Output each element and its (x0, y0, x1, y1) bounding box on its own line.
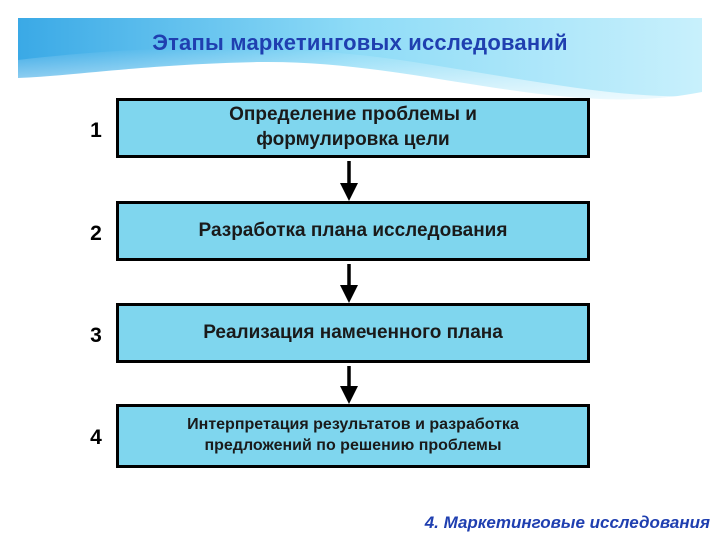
step-text-line: Разработка плана исследования (198, 219, 508, 241)
step-box-3: Реализация намеченного плана (116, 303, 590, 363)
arrow-down-icon (340, 161, 358, 201)
page-title: Этапы маркетинговых исследований (152, 30, 568, 55)
step-box-1: Определение проблемы и формулировка цели (116, 98, 590, 158)
step-number-3: 3 (90, 324, 102, 347)
step-number-1: 1 (90, 119, 102, 142)
step-box-2: Разработка плана исследования (116, 201, 590, 261)
step-text-line: Определение проблемы и (229, 104, 477, 126)
arrow-down-icon (340, 264, 358, 303)
step-box-4: Интерпретация результатов и разработка п… (116, 404, 590, 468)
step-text-line: предложений по решению проблемы (204, 437, 502, 454)
step-text-line: Интерпретация результатов и разработка (187, 416, 519, 434)
header-wave-background (18, 18, 702, 114)
arrow-down-icon (340, 366, 358, 404)
footer-section-label: 4. Маркетинговые исследования (424, 513, 710, 532)
step-number-2: 2 (90, 222, 102, 245)
step-number-4: 4 (90, 426, 102, 449)
step-text-line: Реализация намеченного плана (203, 321, 503, 343)
step-text-line: формулировка цели (256, 129, 450, 150)
